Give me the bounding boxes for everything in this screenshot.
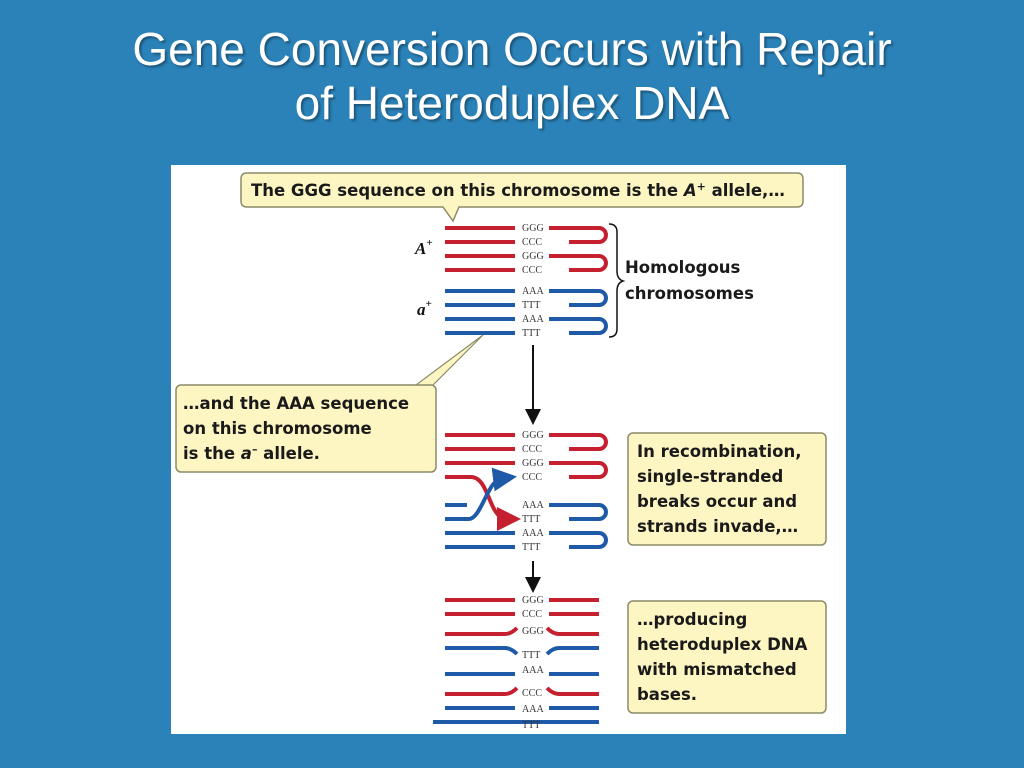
stage1-chromosomes: GGG CCC GGG CCC AAA TTT AAA TTT A+ a+ Ho… [414,223,754,339]
callout-heteroduplex-line2: heteroduplex DNA [637,635,808,654]
seq-label: AAA [522,500,544,511]
seq-label: GGG [522,626,544,637]
callout-left-line1: …and the AAA sequence [183,394,409,413]
figure-panel: The GGG sequence on this chromosome is t… [171,165,846,734]
callout-left-line3: is the a– allele. [183,443,320,463]
seq-label: CCC [522,472,542,483]
seq-label: GGG [522,251,544,262]
allele-label-A: A+ [414,237,433,258]
callout-recombination-line4: strands invade,… [637,517,798,536]
seq-label: GGG [522,223,544,234]
slide-title: Gene Conversion Occurs with Repair of He… [0,22,1024,130]
seq-label: AAA [522,665,544,676]
slide-title-line1: Gene Conversion Occurs with Repair [132,23,892,75]
seq-label: CCC [522,609,542,620]
seq-label: AAA [522,314,544,325]
seq-label: GGG [522,595,544,606]
callout-top: The GGG sequence on this chromosome is t… [240,172,804,223]
callout-left-line2: on this chromosome [183,419,372,438]
homologous-label-line1: Homologous [625,258,741,277]
seq-label: TTT [522,328,540,339]
seq-label: AAA [522,286,544,297]
seq-label: CCC [522,444,542,455]
callout-recombination-line1: In recombination, [637,442,802,461]
seq-label: TTT [522,650,540,661]
seq-label: TTT [522,514,540,525]
allele-label-a: a+ [417,298,432,319]
callout-recombination: In recombination, single-stranded breaks… [627,432,827,546]
seq-label: TTT [522,720,540,731]
seq-label: GGG [522,458,544,469]
callout-heteroduplex-line4: bases. [637,685,697,704]
callout-heteroduplex-line1: …producing [637,610,747,629]
brace-icon [608,223,626,338]
gene-conversion-diagram: The GGG sequence on this chromosome is t… [175,172,827,731]
callout-heteroduplex: …producing heteroduplex DNA with mismatc… [627,600,827,714]
seq-label: GGG [522,430,544,441]
seq-label: AAA [522,704,544,715]
stage3-heteroduplex: GGG CCC GGG TTT AAA CCC AAA TTT [433,595,599,731]
callout-top-text: The GGG sequence on this chromosome is t… [251,180,785,200]
callout-recombination-line3: breaks occur and [637,492,797,511]
slide-title-line2: of Heteroduplex DNA [294,77,730,129]
homologous-label-line2: chromosomes [625,284,754,303]
seq-label: TTT [522,300,540,311]
seq-label: CCC [522,237,542,248]
callout-recombination-line2: single-stranded [637,467,783,486]
seq-label: CCC [522,265,542,276]
callout-left: …and the AAA sequence on this chromosome… [175,334,484,473]
seq-label: CCC [522,688,542,699]
seq-label: AAA [522,528,544,539]
stage2-chromosomes: GGG CCC GGG CCC AAA TTT AAA TTT [445,430,608,553]
seq-label: TTT [522,542,540,553]
callout-heteroduplex-line3: with mismatched [637,660,797,679]
